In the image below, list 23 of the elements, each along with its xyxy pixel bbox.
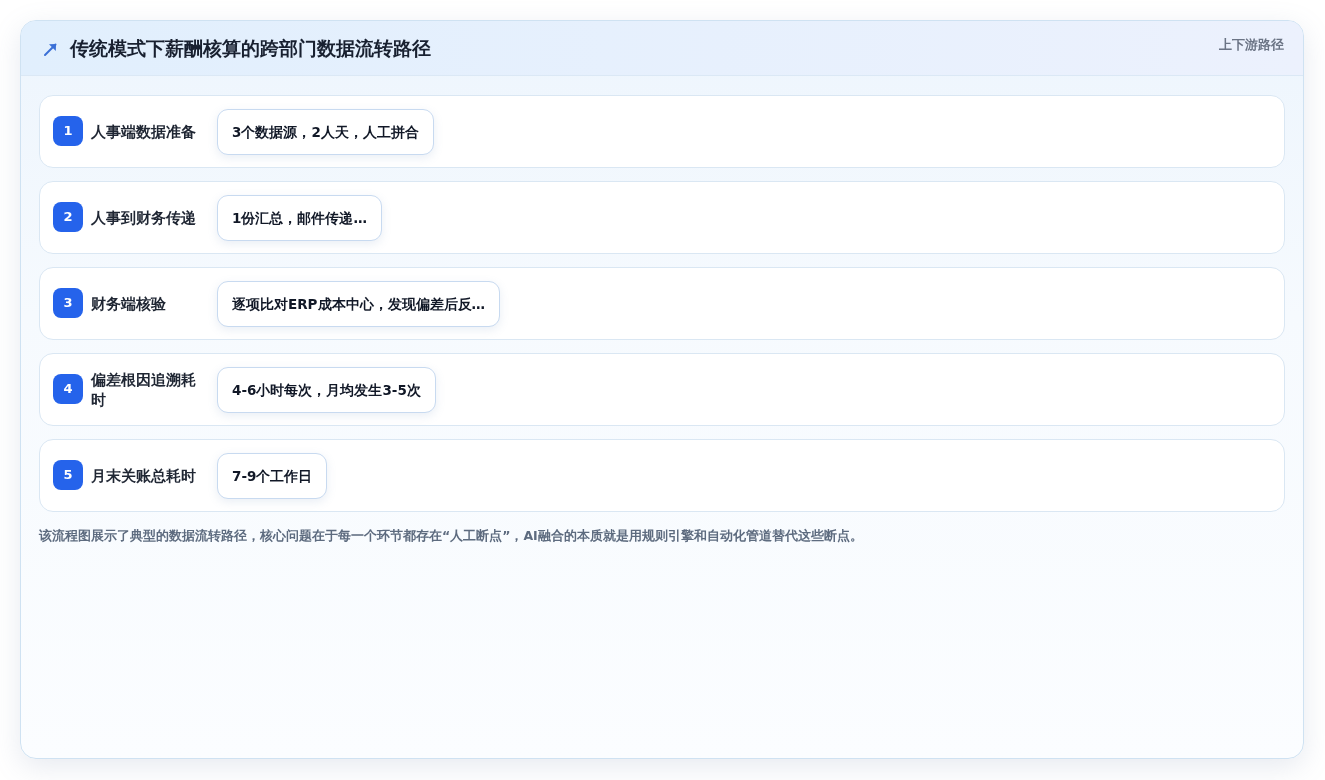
number-badge: 5 xyxy=(53,460,83,490)
number-badge: 4 xyxy=(53,374,83,404)
step-label: 人事端数据准备 xyxy=(91,122,196,142)
title: 传统模式下薪酬核算的跨部门数据流转路径 xyxy=(70,37,431,61)
number-badge: 3 xyxy=(53,288,83,318)
number-badge: 2 xyxy=(53,202,83,232)
detail-tag: 1份汇总，邮件传递… xyxy=(217,194,382,241)
step-label: 财务端核验 xyxy=(91,294,166,314)
step-row xyxy=(39,181,1285,254)
detail-tag: 7-9个工作日 xyxy=(217,452,328,499)
detail-tag: 3个数据源，2人天，人工拼合 xyxy=(217,108,434,155)
step-label: 人事到财务传递 xyxy=(91,208,196,228)
step-label: 月末关账总耗时 xyxy=(91,466,196,486)
number-badge: 1 xyxy=(53,116,83,146)
step-row xyxy=(39,95,1285,168)
step-row xyxy=(39,267,1285,340)
detail-tag: 逐项比对ERP成本中心，发现偏差后反… xyxy=(217,280,500,327)
header-note: 上下游路径 xyxy=(1219,36,1284,54)
caption: 该流程图展示了典型的数据流转路径，核心问题在于每一个环节都存在“人工断点”，AI融合的本质就是用规则引擎和自动化管道替代这些断点。 xyxy=(39,527,863,545)
step-row xyxy=(39,353,1285,426)
step-row xyxy=(39,439,1285,512)
step-label: 偏差根因追溯耗时 xyxy=(91,370,197,410)
detail-tag: 4-6小时每次，月均发生3-5次 xyxy=(217,366,436,413)
